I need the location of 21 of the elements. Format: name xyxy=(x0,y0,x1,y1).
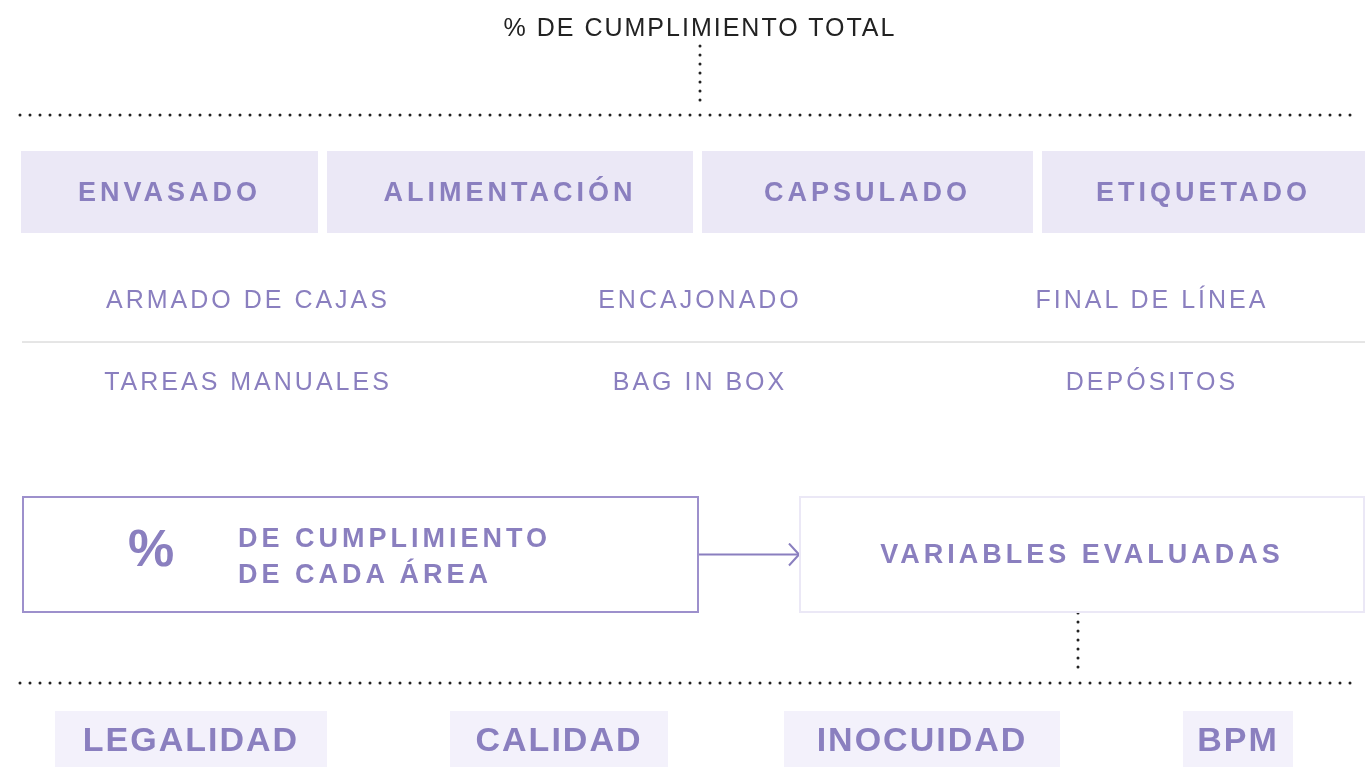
process-label: ARMADO DE CAJAS xyxy=(106,284,390,316)
box-heading: DE CUMPLIMIENTO DE CADA ÁREA xyxy=(238,522,552,591)
area-name: ENVASADO xyxy=(78,175,261,209)
heading-text: % DE CUMPLIMIENTO TOTAL xyxy=(503,12,897,44)
area-name: ALIMENTACIÓN xyxy=(383,175,637,209)
variable-name: CALIDAD xyxy=(475,718,643,760)
process-label: DEPÓSITOS xyxy=(1065,366,1239,398)
process-label: ENCAJONADO xyxy=(598,284,802,316)
area-name: CAPSULADO xyxy=(764,175,971,209)
info-box xyxy=(22,496,699,613)
area-name: ETIQUETADO xyxy=(1096,175,1311,209)
variable-name: LEGALIDAD xyxy=(82,718,300,760)
info-box xyxy=(799,496,1365,613)
variable-name: INOCUIDAD xyxy=(816,718,1028,760)
percent-symbol: % xyxy=(128,522,175,574)
process-label: FINAL DE LÍNEA xyxy=(1035,284,1269,316)
arrow xyxy=(698,542,800,567)
variable-name: BPM xyxy=(1197,718,1279,760)
process-label: TAREAS MANUALES xyxy=(104,366,392,398)
process-label: BAG IN BOX xyxy=(612,366,788,398)
box-heading: VARIABLES EVALUADAS xyxy=(880,538,1284,572)
